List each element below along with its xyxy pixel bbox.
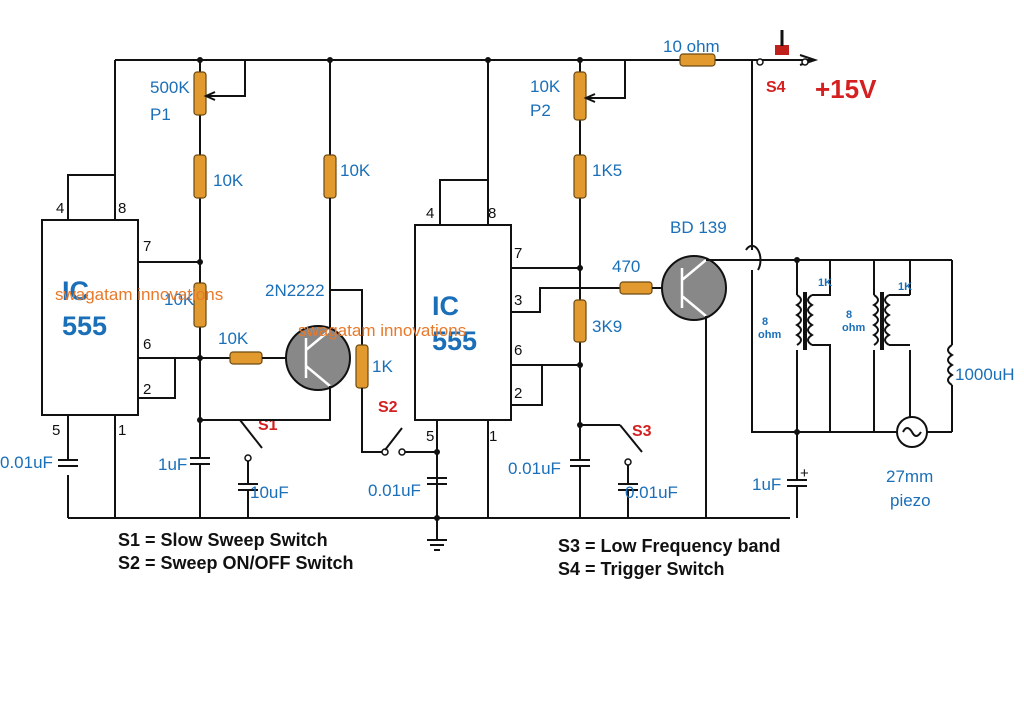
label-supply: +15V (815, 74, 877, 104)
ic1-pin4: 4 (56, 200, 64, 217)
label-c001-c: 0.01uF (508, 459, 561, 478)
ic2-pin3: 3 (514, 292, 522, 309)
transistor-bd139 (661, 255, 727, 321)
ic2-pin7: 7 (514, 245, 522, 262)
label-500k: 500K (150, 78, 190, 97)
ic1-pin7: 7 (143, 238, 151, 255)
label-3k9: 3K9 (592, 317, 622, 336)
ic2-label-line2: 555 (432, 326, 477, 356)
label-bd139: BD 139 (670, 218, 727, 237)
label-p2: P2 (530, 101, 551, 120)
label-tr2-1k: 1K (898, 281, 912, 293)
label-s4: S4 (766, 79, 786, 96)
label-c001-d: 0.01uF (625, 483, 678, 502)
label-s1: S1 (258, 417, 278, 434)
label-1000uh: 1000uH (955, 365, 1015, 384)
ic1-body (41, 219, 139, 416)
label-1uf-a: 1uF (158, 455, 187, 474)
label-p1: P1 (150, 105, 171, 124)
label-10uf: 10uF (250, 483, 289, 502)
ic2-label-line1: IC (432, 291, 459, 321)
resistor-470 (619, 281, 653, 295)
label-cap-plus: + (800, 465, 809, 482)
resistor-1k5 (573, 154, 587, 199)
resistor-1k (355, 344, 369, 389)
ic1-label-line2: 555 (62, 311, 107, 341)
legend-line4: S4 = Trigger Switch (558, 559, 725, 579)
ic1-pin2: 2 (143, 381, 151, 398)
label-c001-ic1: 0.01uF (0, 453, 53, 472)
label-10k-d: 10K (340, 161, 371, 180)
label-10k-p2: 10K (530, 77, 561, 96)
resistor-10ohm (679, 53, 716, 67)
label-10k-a: 10K (213, 171, 244, 190)
label-s2: S2 (378, 399, 398, 416)
label-2n2222: 2N2222 (265, 281, 325, 300)
label-470: 470 (612, 257, 640, 276)
label-1uf-b: 1uF (752, 475, 781, 494)
label-piezo-line1: 27mm (886, 467, 933, 486)
resistor-10k-b (193, 282, 207, 328)
label-1k5: 1K5 (592, 161, 622, 180)
watermark-1: swagatam innovations (55, 285, 223, 304)
ic1-pin5: 5 (52, 422, 60, 439)
ic2-body (414, 224, 512, 421)
label-s3: S3 (632, 423, 652, 440)
ic2-pin1: 1 (489, 428, 497, 445)
label-piezo-line2: piezo (890, 491, 931, 510)
s4-button (775, 45, 789, 55)
label-10ohm: 10 ohm (663, 37, 720, 56)
resistor-10k-a (193, 154, 207, 199)
label-1k: 1K (372, 357, 393, 376)
label-10k-c: 10K (218, 329, 249, 348)
ic1-pin6: 6 (143, 336, 151, 353)
resistor-10k-c (229, 351, 263, 365)
legend-line2: S2 = Sweep ON/OFF Switch (118, 553, 354, 573)
transistor-2n2222 (285, 325, 351, 391)
ic2-pin6: 6 (514, 342, 522, 359)
legend-line1: S1 = Slow Sweep Switch (118, 530, 328, 550)
legend-line3: S3 = Low Frequency band (558, 536, 781, 556)
ic2-pin8: 8 (488, 205, 496, 222)
label-tr1-1k: 1K (818, 277, 832, 289)
ground-symbol (427, 518, 447, 551)
resistor-3k9 (573, 299, 587, 343)
ic2-pin4: 4 (426, 205, 434, 222)
ic1-pin1: 1 (118, 422, 126, 439)
pot-p2 (573, 71, 587, 121)
label-c001-ic2: 0.01uF (368, 481, 421, 500)
resistor-10k-d (323, 154, 337, 199)
ic2-pin5: 5 (426, 428, 434, 445)
ic1-label-line1: IC (62, 276, 89, 306)
ic1-pin8: 8 (118, 200, 126, 217)
ic2-pin2: 2 (514, 385, 522, 402)
pot-p1 (193, 71, 207, 116)
label-10k-b: 10K (164, 290, 195, 309)
watermark-2: swagatam innovations (298, 321, 466, 340)
